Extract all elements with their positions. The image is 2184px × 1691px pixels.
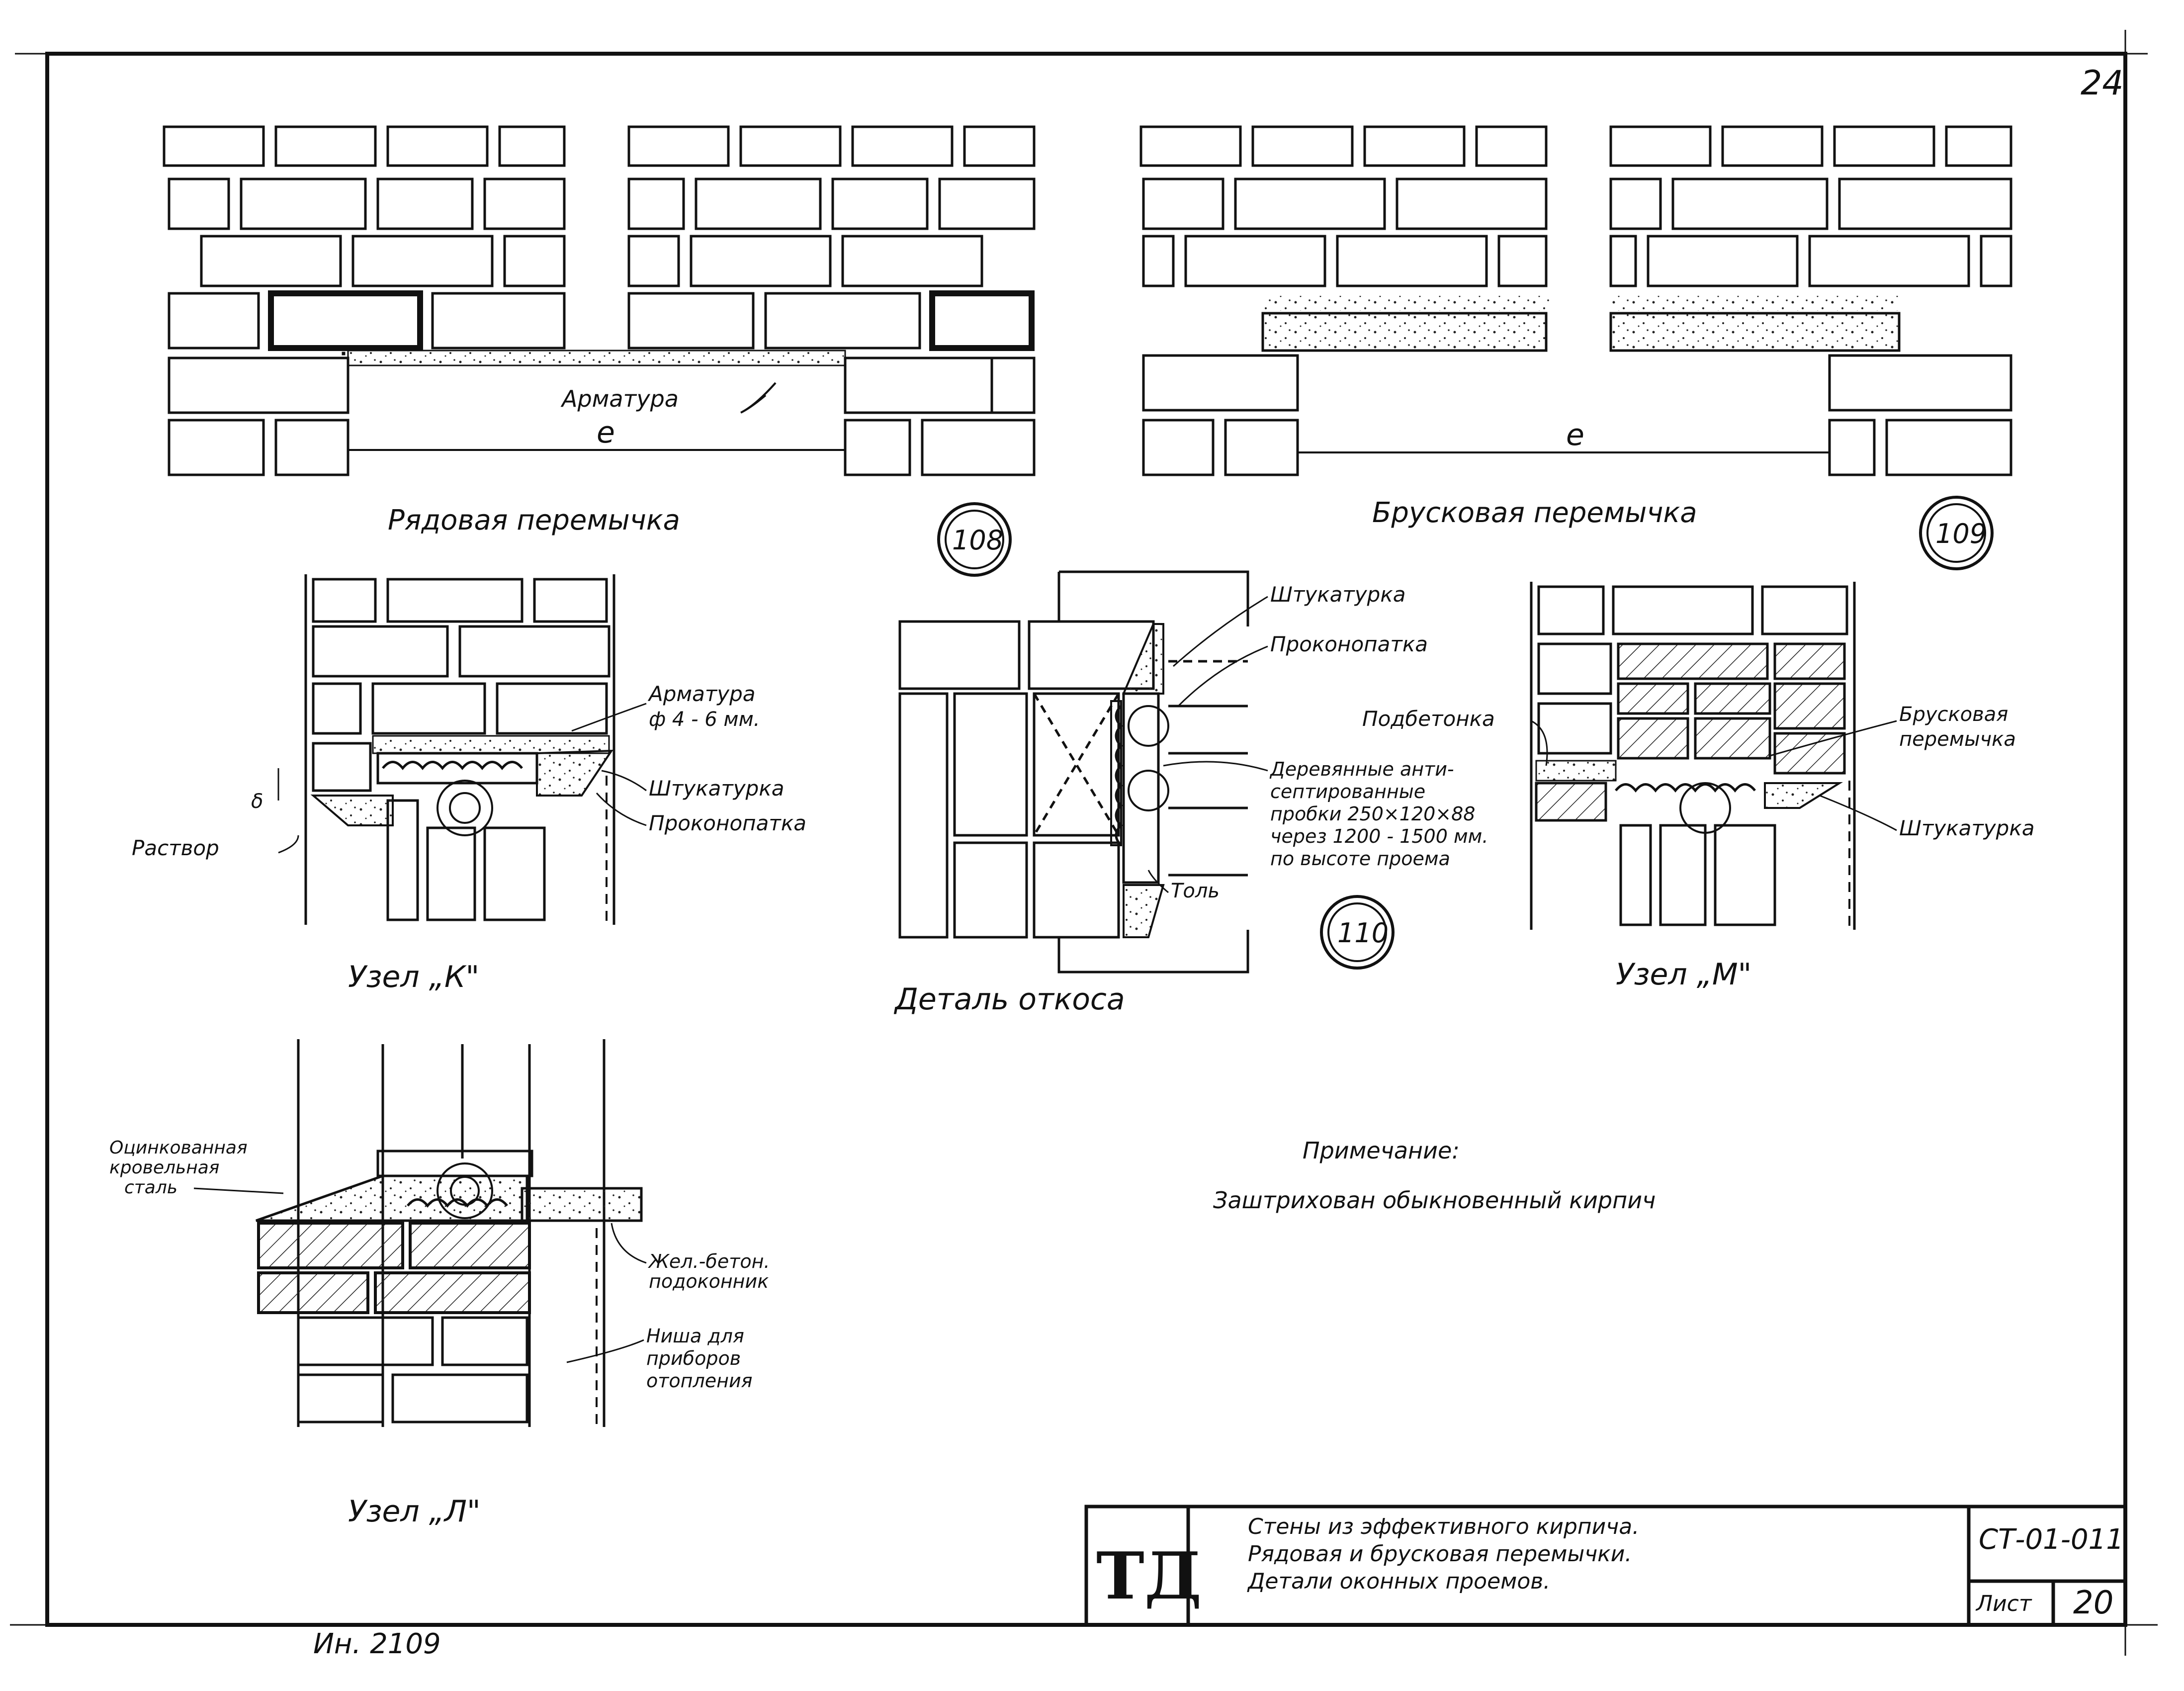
title-block-line-1: Стены из эффективного кирпича. bbox=[1248, 1514, 1639, 1539]
title-block-logo: ТД bbox=[1096, 1538, 1202, 1614]
title-block-sheet-label: Лист bbox=[1975, 1591, 2032, 1616]
node-l-niche-label-3: отопления bbox=[646, 1370, 753, 1392]
beam-lintel-title: Брусковая перемычка bbox=[1372, 497, 1697, 529]
note-heading: Примечание: bbox=[1303, 1137, 1460, 1164]
node-l-hatched-bricks bbox=[257, 1222, 531, 1314]
node-m-beam-label-1: Брусковая bbox=[1899, 703, 2008, 726]
node-l-title: Узел „Л" bbox=[348, 1494, 481, 1529]
title-block-sheet-number: 20 bbox=[2073, 1585, 2113, 1621]
beam-lintel-callout: 109 bbox=[1935, 518, 1987, 549]
title-block-code: СТ-01-011 bbox=[1979, 1523, 2124, 1556]
node-l-sill-label-1: Жел.-бетон. bbox=[648, 1250, 770, 1272]
node-k-rebar-dia-label: ф 4 - 6 мм. bbox=[649, 708, 760, 731]
beam-lintel-mortar-right bbox=[1611, 296, 1899, 311]
node-l-steel-label-1: Оцинкованная bbox=[109, 1138, 248, 1158]
reveal-plugs-line-5: по высоте проема bbox=[1270, 848, 1450, 870]
reveal-detail-drawing bbox=[898, 570, 1249, 974]
node-l-sill-label-2: подоконник bbox=[649, 1270, 769, 1292]
node-m-beam-label-2: перемычка bbox=[1899, 728, 2016, 751]
title-block bbox=[1084, 1505, 2127, 1627]
note-text: Заштрихован обыкновенный кирпич bbox=[1213, 1187, 1656, 1214]
beam-lintel-span-label: е bbox=[1566, 418, 1584, 452]
node-m-title: Узел „М" bbox=[1616, 957, 1751, 992]
reveal-plaster-label: Штукатурка bbox=[1270, 582, 1405, 607]
node-m-concrete-label: Подбетонка bbox=[1362, 707, 1495, 731]
beam-lintel-drawing bbox=[1139, 125, 2012, 476]
node-k-plaster-label: Штукатурка bbox=[649, 776, 784, 801]
reveal-plugs-line-2: септированные bbox=[1270, 781, 1425, 802]
reveal-tol-label: Толь bbox=[1171, 880, 1220, 902]
reveal-callout: 110 bbox=[1337, 917, 1389, 949]
row-lintel-drawing bbox=[163, 125, 1036, 476]
node-l-niche-label-2: приборов bbox=[646, 1347, 741, 1369]
reveal-title: Деталь откоса bbox=[893, 982, 1125, 1017]
title-block-line-3: Детали оконных проемов. bbox=[1247, 1569, 1550, 1594]
beam-lintel-mortar bbox=[1263, 296, 1551, 311]
node-k-rebar-label: Арматура bbox=[647, 682, 756, 706]
beam-lintel-callout-circle bbox=[1919, 496, 1994, 570]
row-lintel-span-label: е bbox=[597, 415, 615, 450]
row-lintel-title: Рядовая перемычка bbox=[388, 504, 680, 536]
node-k-mortar-label: Раствор bbox=[132, 836, 219, 860]
row-lintel-rebar-label: Арматура bbox=[560, 385, 679, 412]
beam-lintel-bar-right bbox=[1609, 312, 1901, 352]
reveal-callout-circle bbox=[1320, 895, 1395, 970]
page-number: 24 bbox=[2081, 64, 2124, 103]
node-l-niche-label-1: Ниша для bbox=[646, 1325, 744, 1347]
reveal-caulk-label: Проконопатка bbox=[1270, 632, 1428, 656]
row-lintel-mortar bbox=[347, 350, 846, 366]
row-lintel-callout: 108 bbox=[952, 525, 1003, 556]
node-m-plaster-label: Штукатурка bbox=[1899, 816, 2034, 840]
reveal-plugs-line-4: через 1200 - 1500 мм. bbox=[1270, 825, 1488, 847]
node-l-steel-label-2: кровельная bbox=[109, 1157, 219, 1178]
inventory-number: Ин. 2109 bbox=[313, 1628, 441, 1660]
beam-lintel-bar-left bbox=[1261, 312, 1548, 352]
node-k-caulk-label: Проконопатка bbox=[649, 811, 806, 835]
node-l-steel-label-3: сталь bbox=[124, 1177, 177, 1198]
title-block-line-2: Рядовая и брусковая перемычки. bbox=[1248, 1541, 1632, 1567]
node-k-title: Узел „К" bbox=[348, 960, 479, 994]
node-m-hatched-bricks bbox=[1535, 642, 1846, 822]
reveal-plugs-line-3: пробки 250×120×88 bbox=[1270, 803, 1475, 825]
reveal-plugs-line-1: Деревянные анти- bbox=[1269, 758, 1454, 780]
node-k-dim: δ bbox=[251, 790, 263, 813]
row-lintel-callout-circle bbox=[937, 502, 1012, 577]
